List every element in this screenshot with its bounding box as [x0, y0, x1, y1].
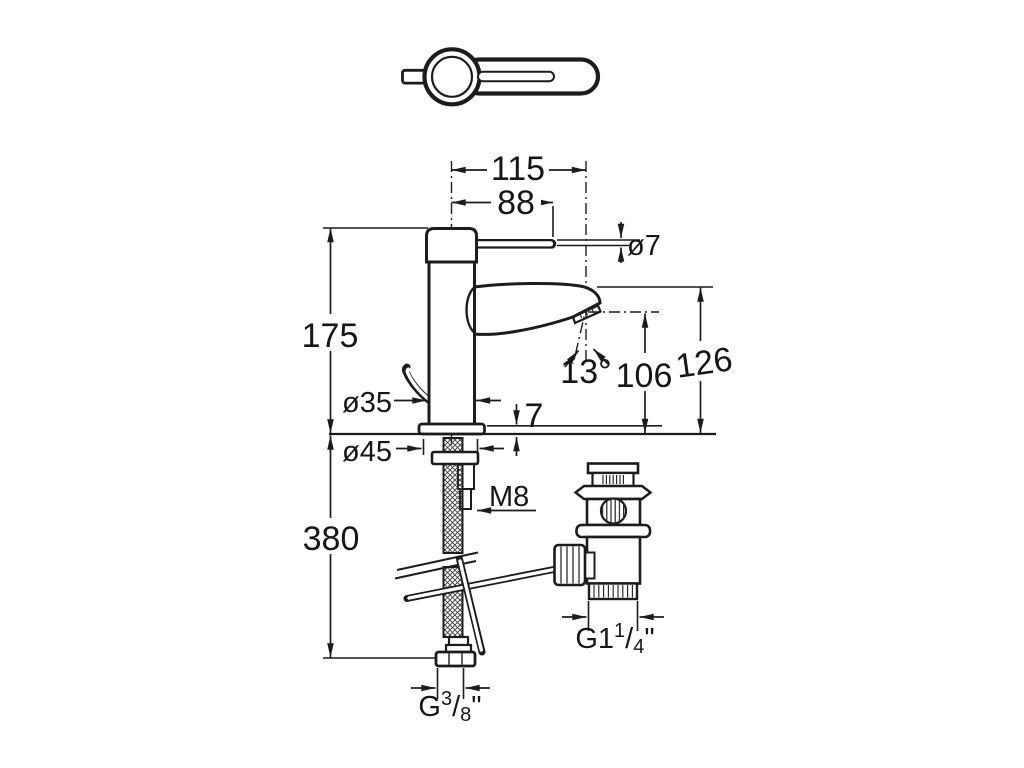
hose-end-fitting	[434, 635, 477, 668]
top-view-lever-slot	[477, 70, 555, 83]
front-view-faucet	[401, 227, 602, 436]
dim-380-label: 380	[303, 520, 360, 558]
g38-slash: /	[452, 691, 461, 723]
waste-mid-flange	[575, 523, 652, 539]
extension-lines	[323, 206, 716, 699]
dim-7-label: 7	[525, 397, 544, 435]
g114-slash: /	[625, 623, 634, 655]
dim-g38-label: G3/8"	[418, 688, 481, 726]
dim-88-label: 88	[497, 184, 535, 222]
dim-115-label: 115	[491, 150, 545, 188]
dim-dia7-label: ø7	[627, 230, 661, 262]
label-backdrop	[676, 341, 733, 381]
label-backdrop	[300, 314, 361, 351]
waste-thread-lines	[593, 585, 633, 598]
popup-knob-fill	[405, 367, 438, 407]
label-backdrop	[301, 518, 362, 554]
backnut	[430, 450, 480, 466]
plug-knurl	[602, 475, 624, 484]
waste-plug-top	[586, 462, 640, 475]
g114-sub: 4	[633, 636, 644, 658]
dim-dia45-label: ø45	[342, 436, 392, 468]
waste-upper-flange	[573, 484, 653, 501]
spout	[472, 281, 602, 336]
aerator-hatch	[579, 307, 595, 319]
label-backdrop	[614, 353, 676, 391]
dim-dia35-label: ø35	[342, 387, 392, 419]
g114-sup: 1	[614, 620, 625, 642]
faucet-body	[427, 260, 476, 428]
dim-175-label: 175	[302, 317, 359, 355]
g38-sub: 8	[460, 704, 471, 726]
below-deck	[394, 437, 560, 668]
dim-m8-label: M8	[489, 481, 529, 513]
aerator	[571, 304, 602, 325]
waste-overflow-hatch	[602, 499, 625, 523]
label-backdrop	[487, 151, 549, 184]
popup-rods	[403, 555, 560, 656]
top-view-body-inner	[430, 55, 474, 98]
waste-lower-body	[585, 535, 642, 585]
dim-126-label: 126	[673, 340, 734, 386]
popup-waste-assembly	[553, 462, 653, 601]
g114-quote: "	[644, 623, 654, 655]
g38-quote: "	[471, 691, 481, 723]
base-flange	[417, 422, 486, 436]
g38-base: G	[418, 691, 441, 723]
dim-angle-label: 13°	[560, 353, 611, 391]
dim-g114-label: G11/4"	[575, 620, 654, 658]
braided-hose	[442, 437, 464, 638]
rod-nut-knurl	[560, 546, 580, 584]
rod-nut	[553, 543, 587, 587]
cartridge-cap	[425, 227, 478, 264]
g38-sup: 3	[441, 688, 452, 710]
g114-base: G1	[575, 623, 614, 655]
dim-106-label: 106	[616, 357, 673, 395]
dimensions: 115 88 ø7 175 380 ø35 ø45 7 13°	[300, 150, 735, 726]
label-backdrop	[491, 186, 541, 217]
spout-root-curve	[465, 287, 475, 333]
top-view-handle	[401, 47, 601, 107]
